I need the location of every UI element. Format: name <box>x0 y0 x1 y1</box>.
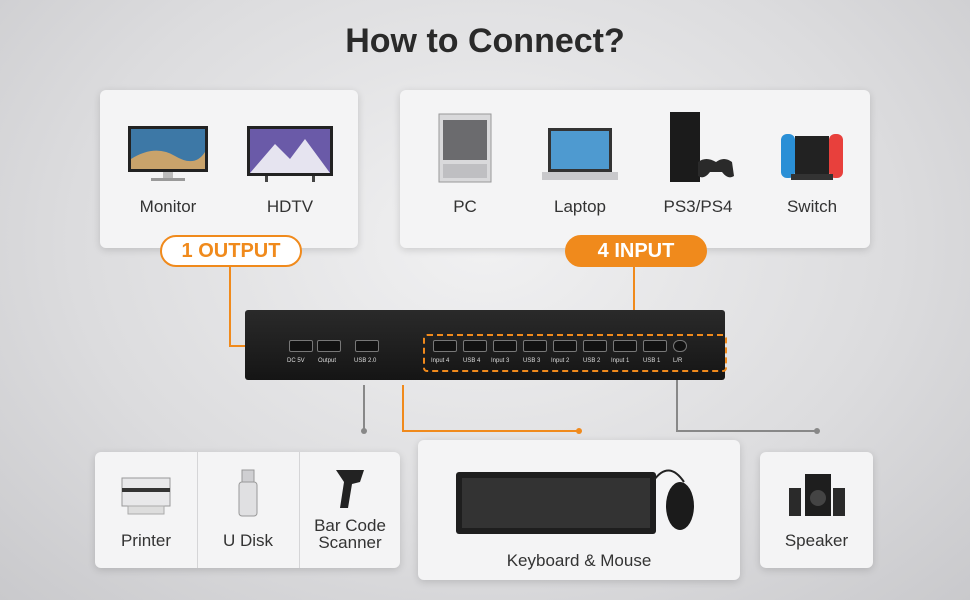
hdmi-input-port <box>493 340 517 352</box>
switch-device: Switch <box>762 128 862 217</box>
output-count-badge: 1 OUTPUT <box>160 235 302 267</box>
speaker-device: Speaker <box>760 470 873 551</box>
input-ports-group <box>423 334 727 372</box>
usb-device-connector <box>363 385 365 430</box>
input-devices-card: PC Laptop PS3/PS4 Switch <box>400 90 870 248</box>
usb-devices-card: Printer U Disk Bar Code Scanner <box>95 452 400 568</box>
ps-device: PS3/PS4 <box>648 110 748 217</box>
hdtv-device: HDTV <box>240 124 340 217</box>
pc-device: PC <box>420 112 510 217</box>
speaker-card: Speaker <box>760 452 873 568</box>
device-label: Monitor <box>139 197 197 216</box>
nintendo-switch-icon <box>781 134 843 180</box>
scanner-device: Bar Code Scanner <box>299 466 401 551</box>
barcode-scanner-icon <box>336 470 364 508</box>
usb-port <box>355 340 379 352</box>
port-label: USB 3 <box>523 358 541 364</box>
connector-dot <box>361 428 367 434</box>
usb-input-port <box>523 340 547 352</box>
input-connector <box>633 267 635 340</box>
tv-icon <box>247 126 333 182</box>
hdmi-input-port <box>613 340 637 352</box>
page-title: How to Connect? <box>345 22 625 60</box>
printer-device: Printer <box>95 468 197 551</box>
port-label: USB 2.0 <box>354 358 377 364</box>
input-count-badge: 4 INPUT <box>565 235 707 267</box>
audio-port <box>673 340 687 352</box>
device-label: PC <box>453 197 477 216</box>
audio-connector <box>676 430 818 432</box>
device-label: Bar Code Scanner <box>314 516 386 552</box>
usb-connector <box>402 385 404 432</box>
connector-dot <box>814 428 820 434</box>
usb-input-port <box>643 340 667 352</box>
device-label: PS3/PS4 <box>663 197 733 216</box>
port-label: USB 1 <box>643 358 661 364</box>
port-label: Input 3 <box>491 358 510 364</box>
pc-tower-icon <box>438 113 492 183</box>
port-label: Input 2 <box>551 358 570 364</box>
output-connector <box>229 267 231 347</box>
hdmi-input-port <box>433 340 457 352</box>
port-label: USB 4 <box>463 358 481 364</box>
monitor-icon <box>128 126 208 181</box>
dc-port <box>289 340 313 352</box>
udisk-device: U Disk <box>197 468 299 551</box>
usb-input-port <box>463 340 487 352</box>
device-label: Laptop <box>554 197 606 216</box>
printer-icon <box>121 477 171 515</box>
connector-dot <box>576 428 582 434</box>
port-label: Input 1 <box>611 358 630 364</box>
game-console-icon <box>670 112 734 182</box>
port-label: L/R <box>673 358 683 364</box>
port-label: DC 5V <box>287 358 305 364</box>
usb-input-port <box>583 340 607 352</box>
usb-connector <box>402 430 578 432</box>
keyboard-mouse-card: Keyboard & Mouse <box>418 440 740 580</box>
device-label: Speaker <box>784 531 849 550</box>
divider <box>197 452 198 568</box>
output-devices-card: Monitor HDTV <box>100 90 358 248</box>
device-label: HDTV <box>266 197 314 216</box>
device-label: Keyboard & Mouse <box>506 551 652 570</box>
kvm-switch: DC 5V Output USB 2.0 Input 4 USB 4 Input… <box>245 310 727 380</box>
speaker-icon <box>788 474 845 516</box>
port-label: USB 2 <box>583 358 601 364</box>
hdmi-input-port <box>553 340 577 352</box>
laptop-device: Laptop <box>530 126 630 217</box>
keyboard-mouse-icon <box>456 469 694 534</box>
monitor-device: Monitor <box>118 124 218 217</box>
device-label: U Disk <box>222 531 274 550</box>
audio-connector <box>676 380 678 432</box>
laptop-icon <box>542 128 618 180</box>
device-label: Switch <box>786 197 838 216</box>
device-label: Printer <box>120 531 172 550</box>
keyboard-mouse-device: Keyboard & Mouse <box>418 458 740 571</box>
port-label: Output <box>318 358 337 364</box>
usb-drive-icon <box>238 469 258 517</box>
divider <box>299 452 300 568</box>
hdmi-output-port <box>317 340 341 352</box>
port-label: Input 4 <box>431 358 450 364</box>
